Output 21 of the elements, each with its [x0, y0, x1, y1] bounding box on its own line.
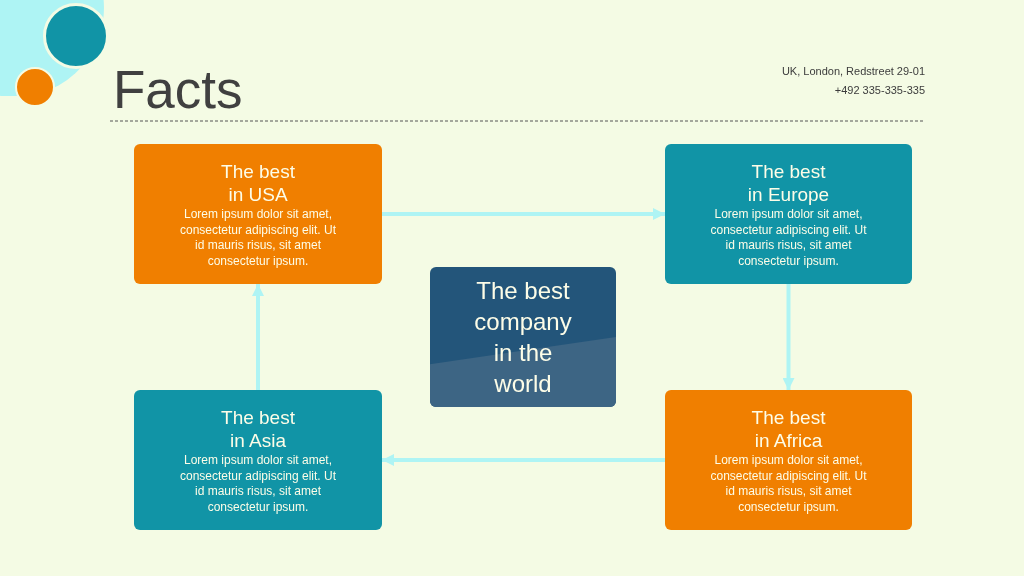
arrow — [782, 284, 795, 390]
info-box — [134, 390, 382, 530]
box-heading: The best in Asia — [220, 406, 296, 452]
arrow — [382, 208, 665, 220]
box-heading: The best in Europe — [746, 160, 831, 206]
info-box — [134, 144, 382, 284]
box-heading: The best in USA — [220, 160, 296, 206]
box-text: Lorem ipsum dolor sit amet, consectetur adipiscing elit. Ut id mauris risus, sit amet consectetur ipsum. — [709, 207, 868, 269]
center-box — [430, 267, 616, 407]
arrow — [382, 454, 665, 466]
box-heading: The best in Africa — [750, 406, 827, 452]
info-box — [665, 390, 912, 530]
center-heading: The best company in the world — [473, 276, 573, 399]
phone-text: +492 335-335-335 — [834, 82, 925, 98]
box-text: Lorem ipsum dolor sit amet, consectetur adipiscing elit. Ut id mauris risus, sit amet consectetur ipsum. — [178, 453, 338, 515]
info-box — [665, 144, 912, 284]
arrow — [252, 284, 264, 390]
title: Facts — [113, 63, 243, 116]
address-text: UK, London, Redstreet 29-01 — [781, 63, 925, 79]
box-text: Lorem ipsum dolor sit amet, consectetur adipiscing elit. Ut id mauris risus, sit amet consectetur ipsum. — [709, 453, 868, 515]
box-text: Lorem ipsum dolor sit amet, consectetur adipiscing elit. Ut id mauris risus, sit amet consectetur ipsum. — [178, 207, 338, 269]
